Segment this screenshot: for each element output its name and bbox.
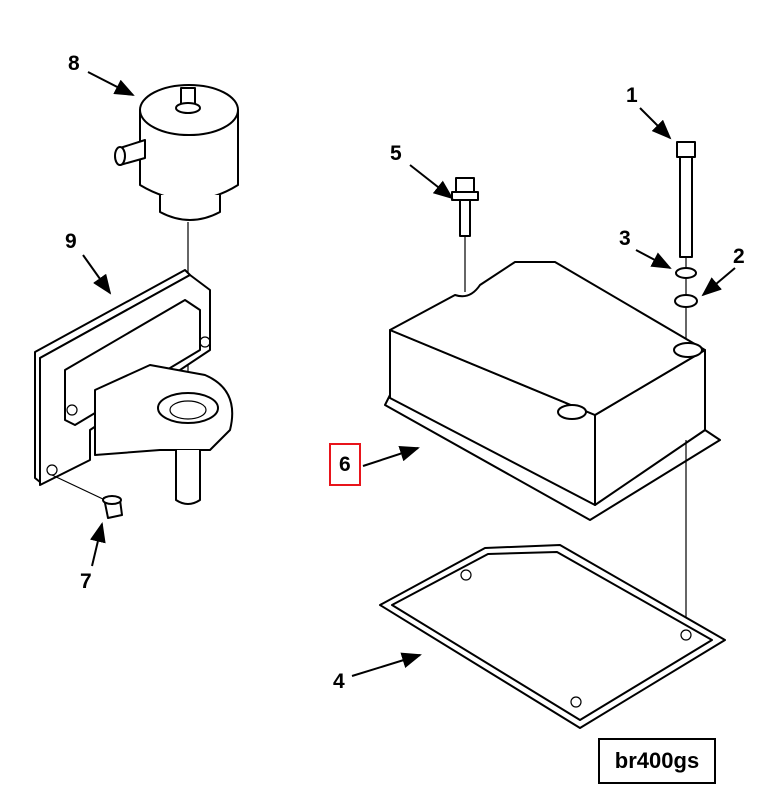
callout-7[interactable]: 7: [80, 570, 92, 593]
part-3-lock-washer: [675, 267, 697, 279]
part-6-cover: [384, 261, 721, 635]
part-7-screw: [102, 495, 123, 519]
leader-arrows: [82, 71, 736, 677]
callout-1[interactable]: 1: [626, 84, 638, 107]
part-9-bracket: [34, 269, 234, 505]
callout-9[interactable]: 9: [65, 230, 77, 253]
reference-code-box: br400gs: [598, 738, 716, 784]
callout-5[interactable]: 5: [390, 142, 402, 165]
reference-code: br400gs: [614, 748, 700, 773]
part-4-gasket: [379, 544, 726, 729]
callout-8[interactable]: 8: [68, 52, 80, 75]
callout-6-highlighted[interactable]: 6: [329, 443, 361, 486]
callout-3[interactable]: 3: [619, 227, 631, 250]
part-5-bolt: [451, 177, 479, 292]
part-2-washer: [674, 294, 698, 308]
part-8-filter: [114, 84, 239, 390]
callout-2[interactable]: 2: [733, 245, 745, 268]
callout-4[interactable]: 4: [333, 670, 345, 693]
part-1-bolt: [676, 141, 696, 345]
